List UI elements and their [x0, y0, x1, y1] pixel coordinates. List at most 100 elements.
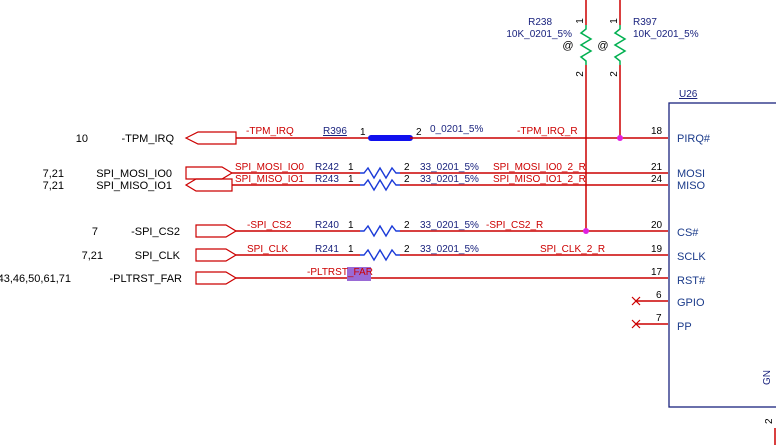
gpio-nc-cross [631, 296, 641, 306]
pin-18-number: 18 [651, 126, 663, 137]
junction-cs [583, 228, 589, 234]
mosi-net-r-label: SPI_MOSI_IO0_2_R [493, 162, 586, 173]
tpm-irq-net-r-label: -TPM_IRQ_R [517, 126, 578, 137]
r241-pin1: 1 [348, 244, 354, 255]
clk-pages: 7,21 [82, 250, 103, 262]
r242-pin1: 1 [348, 162, 354, 173]
r397-value: 10K_0201_5% [633, 29, 699, 40]
miso-port-label: SPI_MISO_IO1 [96, 180, 172, 192]
pin-24-number: 24 [651, 174, 663, 185]
r396-value: 0_0201_5% [430, 124, 483, 135]
clk-port-label: SPI_CLK [135, 250, 181, 262]
r242-ref: R242 [315, 162, 339, 173]
r397-ref: R397 [633, 17, 657, 28]
r397-marker: @ [597, 40, 608, 52]
rst-port-label: -PLTRST_FAR [109, 273, 182, 285]
ic-edge-pin: 2 [764, 418, 775, 424]
r243-pin1: 1 [348, 174, 354, 185]
net-tpm-irq: 10 -TPM_IRQ -TPM_IRQ R396 1 2 0_0201_5% … [76, 124, 711, 145]
r238-resistor-zigzag [579, 25, 593, 65]
miso-net-label: SPI_MISO_IO1 [235, 174, 304, 185]
r242-value: 33_0201_5% [420, 162, 479, 173]
r396-pin1: 1 [360, 127, 366, 138]
pin-19-number: 19 [651, 244, 663, 255]
clk-net-r-label: SPI_CLK_2_R [540, 244, 605, 255]
pin-miso-name: MISO [677, 180, 706, 192]
rst-pages: ,43,46,50,61,71 [0, 273, 71, 285]
pin-cs-name: CS# [677, 227, 699, 239]
pin-gpio-name: GPIO [677, 297, 705, 309]
r238-marker: @ [562, 40, 573, 52]
r397-pin1: 1 [609, 18, 620, 24]
ic-u26: U26 GN 2 [668, 89, 776, 445]
cs-port-label: -SPI_CS2 [131, 226, 180, 238]
tpm-irq-net-label: -TPM_IRQ [246, 126, 294, 137]
pin-17-number: 17 [651, 267, 663, 278]
rst-port-symbol [195, 271, 238, 285]
ic-u26-ref: U26 [679, 89, 698, 100]
net-pltrst-far: ,43,46,50,61,71 -PLTRST_FAR -PLTRST_FAR … [0, 267, 706, 287]
pin-pirq-name: PIRQ# [677, 133, 711, 145]
mosi-port-label: SPI_MOSI_IO0 [96, 168, 172, 180]
r240-ref: R240 [315, 220, 339, 231]
clk-net-label: SPI_CLK [247, 244, 288, 255]
r243-value: 33_0201_5% [420, 174, 479, 185]
pin-mosi-name: MOSI [677, 168, 705, 180]
cs-net-label: -SPI_CS2 [247, 220, 292, 231]
r397-pin2: 2 [609, 71, 620, 77]
r240-pin2: 2 [404, 220, 410, 231]
pin-sclk-name: SCLK [677, 251, 706, 263]
net-spi-cs2: 7 -SPI_CS2 -SPI_CS2 R240 1 2 33_0201_5% … [92, 220, 699, 239]
pin-rst-name: RST# [677, 275, 706, 287]
nc-pin-pp: 7 PP [631, 313, 692, 333]
pullup-r397: R397 10K_0201_5% 1 2 @ [597, 0, 699, 138]
mosi-net-label: SPI_MOSI_IO0 [235, 162, 304, 173]
tpm-irq-port-label: -TPM_IRQ [121, 133, 174, 145]
cs-pages: 7 [92, 226, 98, 238]
rst-highlight-box [347, 267, 371, 281]
r396-ref: R396 [323, 126, 347, 137]
r243-resistor-zigzag [360, 178, 400, 192]
miso-pages: 7,21 [43, 180, 64, 192]
cs-net-r-label: -SPI_CS2_R [486, 220, 543, 231]
pullup-r238: R238 10K_0201_5% 1 2 @ [506, 0, 593, 231]
tpm-irq-port-symbol [184, 131, 237, 145]
ic-edge-vertical-text: GN [762, 370, 773, 385]
pin-pp-name: PP [677, 321, 692, 333]
r240-resistor-zigzag [360, 224, 400, 238]
r243-pin2: 2 [404, 174, 410, 185]
cs-port-symbol [195, 224, 238, 238]
pin-7-number: 7 [656, 313, 662, 324]
miso-net-r-label: SPI_MISO_IO1_2_R [493, 174, 586, 185]
r238-value: 10K_0201_5% [506, 29, 572, 40]
net-spi-miso: 7,21 SPI_MISO_IO1 SPI_MISO_IO1 R243 1 2 … [43, 174, 706, 192]
junction-pirq [617, 135, 623, 141]
r238-pin1: 1 [575, 18, 586, 24]
r242-resistor-zigzag [360, 166, 400, 180]
nc-pin-gpio: 6 GPIO [631, 290, 705, 309]
r243-ref: R243 [315, 174, 339, 185]
ic-u26-body [668, 102, 776, 408]
miso-port-symbol [184, 178, 233, 192]
r241-resistor-zigzag [360, 248, 400, 262]
net-spi-mosi: 7,21 SPI_MOSI_IO0 SPI_MOSI_IO0 R242 1 2 … [43, 162, 706, 180]
r397-resistor-zigzag [613, 25, 627, 65]
r241-pin2: 2 [404, 244, 410, 255]
r240-value: 33_0201_5% [420, 220, 479, 231]
pin-20-number: 20 [651, 220, 663, 231]
mosi-pages: 7,21 [43, 168, 64, 180]
clk-port-symbol [195, 248, 238, 262]
r238-ref: R238 [528, 17, 552, 28]
r238-pin2: 2 [575, 71, 586, 77]
r396-pin2: 2 [416, 127, 422, 138]
tpm-irq-pages: 10 [76, 133, 88, 145]
pin-6-number: 6 [656, 290, 662, 301]
pp-nc-cross [631, 319, 641, 329]
r241-value: 33_0201_5% [420, 244, 479, 255]
mosi-port-symbol [185, 166, 234, 180]
r240-pin1: 1 [348, 220, 354, 231]
r241-ref: R241 [315, 244, 339, 255]
net-spi-clk: 7,21 SPI_CLK SPI_CLK R241 1 2 33_0201_5%… [82, 244, 707, 263]
pin-21-number: 21 [651, 162, 663, 173]
